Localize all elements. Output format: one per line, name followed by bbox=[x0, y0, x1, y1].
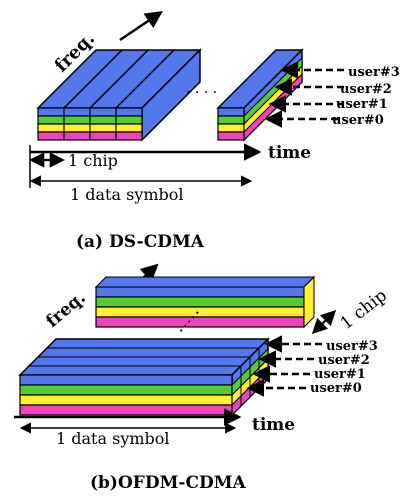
symbol-label-b: 1 data symbol bbox=[56, 429, 170, 448]
layer-user0 bbox=[19, 404, 233, 416]
layer-user1 bbox=[19, 394, 233, 406]
caption-a: (a) DS-CDMA bbox=[76, 232, 205, 252]
user2-label-a: user#2 bbox=[340, 82, 392, 97]
slab-top bbox=[94, 276, 316, 288]
layer-user3 bbox=[95, 286, 305, 298]
user0-label-b: user#0 bbox=[310, 381, 362, 396]
panel-a-ds-cdma: freq. · · · · bbox=[28, 11, 400, 252]
panel-b-ofdm-cdma: freq. 1 chip bbox=[14, 263, 391, 493]
caption-b: (b)OFDM-CDMA bbox=[90, 473, 247, 493]
chip-span-arrow-b bbox=[311, 309, 337, 335]
layer-user0 bbox=[217, 131, 245, 141]
freq-axis-arrow-a bbox=[119, 11, 163, 42]
layer-user2 bbox=[95, 296, 305, 308]
user1-label-a: user#1 bbox=[336, 97, 388, 112]
user1-label-b: user#1 bbox=[314, 367, 366, 382]
user2-label-b: user#2 bbox=[318, 353, 370, 368]
user3-label-a: user#3 bbox=[348, 65, 400, 80]
chip-divider bbox=[63, 49, 123, 109]
symbol-label-a: 1 data symbol bbox=[70, 185, 184, 204]
layer-user2 bbox=[19, 384, 233, 396]
layer-user0 bbox=[95, 316, 305, 328]
layer-user2 bbox=[217, 115, 245, 125]
chip-label-b: 1 chip bbox=[337, 285, 391, 333]
layer-user1 bbox=[95, 306, 305, 318]
continuation-dots-a: · · · · bbox=[186, 85, 217, 101]
user0-label-a: user#0 bbox=[332, 113, 384, 128]
chip-block-right bbox=[216, 48, 304, 142]
time-label-b: time bbox=[252, 415, 295, 435]
layer-user3 bbox=[19, 374, 233, 386]
time-label-a: time bbox=[268, 143, 311, 163]
freq-label-b: freq. bbox=[42, 288, 89, 332]
subcarrier-slab-front bbox=[18, 337, 270, 417]
chip-block-left bbox=[36, 48, 202, 142]
subcarrier-slab-back bbox=[94, 275, 316, 329]
chip-label-a: 1 chip bbox=[68, 151, 118, 170]
continuation-dots-b bbox=[177, 311, 199, 335]
user3-label-b: user#3 bbox=[326, 339, 378, 354]
layer-user3 bbox=[217, 107, 245, 117]
chip-divider bbox=[115, 49, 175, 109]
chip-divider bbox=[89, 49, 149, 109]
layer-user1 bbox=[217, 123, 245, 133]
